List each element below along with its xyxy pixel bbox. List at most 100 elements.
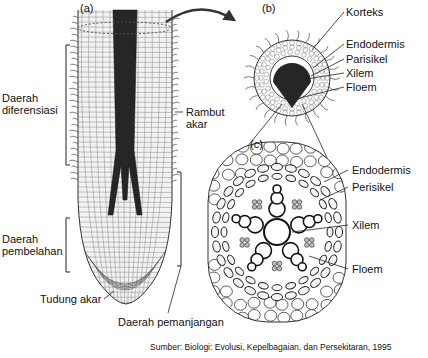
pericycle-cell	[221, 227, 227, 237]
phloem-cell	[292, 205, 297, 210]
cortex-cell	[321, 167, 333, 178]
cortex-cell	[260, 56, 265, 61]
cortex-cell	[255, 69, 260, 74]
cortex-cell	[269, 92, 274, 97]
cortex-cell	[248, 297, 260, 308]
endodermis-cell	[327, 197, 338, 210]
phloem-cell	[310, 243, 315, 248]
root-hair	[72, 58, 78, 60]
cortex-cell	[315, 83, 320, 88]
cortex-cell	[296, 41, 301, 46]
root-hair	[70, 40, 78, 42]
leader-line	[300, 73, 344, 80]
leader-line	[320, 187, 348, 200]
pericycle-cell	[272, 173, 282, 179]
detail-outline	[208, 142, 346, 322]
cortex-cell	[322, 62, 327, 67]
leader-line	[175, 112, 183, 113]
cortex-cell	[319, 95, 324, 100]
endodermis-cell	[212, 211, 222, 224]
cortex-cell	[314, 56, 319, 61]
part-label: (a)	[80, 2, 93, 14]
phloem-cell	[257, 205, 262, 210]
illustration-part	[76, 292, 174, 294]
cortex-cell	[220, 286, 232, 297]
cortex-cell	[236, 154, 248, 165]
endodermis-cell	[211, 226, 218, 237]
xylem-vessel	[264, 219, 290, 245]
root-hair	[172, 126, 177, 128]
phloem-cell	[240, 243, 245, 248]
pericycle-cell	[324, 241, 332, 252]
endodermis-cell	[297, 285, 310, 296]
root-hair	[71, 148, 78, 150]
cortex-cell	[314, 95, 319, 100]
illustration-part	[76, 207, 174, 209]
cortex-cell	[318, 156, 330, 167]
root-hair	[70, 28, 78, 30]
root-hair	[172, 66, 176, 68]
leader-line	[104, 291, 114, 299]
cortex-cell	[266, 86, 271, 91]
cortex-cell	[303, 43, 308, 48]
root-cross-section	[244, 30, 340, 125]
root-hair	[172, 120, 177, 122]
root-hair	[172, 72, 178, 74]
cortex-cell	[265, 310, 277, 321]
xylem-vessel	[298, 263, 306, 271]
illustration-part	[254, 40, 330, 116]
cortex-cell	[324, 82, 329, 87]
endodermis-cell	[285, 164, 298, 174]
cortex-cell	[275, 97, 280, 102]
root-hair	[172, 54, 177, 56]
root-hair	[286, 30, 288, 40]
pericycle-cell	[272, 285, 282, 291]
cortex-cell	[292, 299, 304, 310]
cortex-cell	[290, 41, 295, 46]
root-longitudinal	[69, 0, 180, 310]
pericycle-cell	[222, 241, 230, 252]
root-hair	[265, 109, 271, 117]
illustration-part	[76, 217, 174, 219]
cortex-cell	[334, 285, 346, 296]
root-hair	[70, 94, 78, 96]
cortex-cell	[334, 298, 346, 309]
cortex-cell	[316, 76, 321, 81]
cortex-cell	[257, 62, 262, 67]
illustration-part	[76, 222, 174, 224]
phloem-cell	[272, 266, 277, 271]
cortex-cell	[255, 76, 260, 81]
pericycle-cell	[222, 212, 230, 223]
cortex-cell	[314, 100, 319, 105]
root-hair	[245, 66, 255, 69]
cortex-cell	[269, 59, 274, 64]
illustration-part	[137, 10, 152, 305]
pericycle-cell	[309, 266, 320, 277]
root-hair	[275, 33, 279, 42]
root-hair	[172, 144, 177, 146]
cortex-cell	[302, 99, 307, 104]
root-hair	[71, 178, 78, 180]
root-hair	[69, 76, 78, 78]
cell-grid	[70, 0, 180, 310]
pericycle-cell	[245, 275, 257, 285]
cortex-cell	[276, 48, 281, 53]
root-hair	[314, 109, 320, 117]
pericycle-cell	[226, 198, 236, 210]
section-ring	[78, 22, 172, 34]
cortex-cell	[324, 69, 329, 74]
illustration-part	[76, 252, 174, 254]
phloem-cell	[310, 238, 315, 243]
root-hair	[72, 22, 78, 24]
root-hair	[71, 154, 78, 156]
cortex-cell	[283, 110, 288, 115]
illustration-part	[76, 242, 174, 244]
cortex-cell	[283, 41, 288, 46]
pericycle-cell	[245, 179, 257, 189]
zone-bracket	[66, 218, 70, 272]
illustration-part	[76, 247, 174, 249]
leader-line	[312, 12, 344, 50]
xylem-vessel	[248, 263, 256, 271]
illustration-part	[208, 142, 346, 322]
illustration-part	[103, 10, 115, 305]
